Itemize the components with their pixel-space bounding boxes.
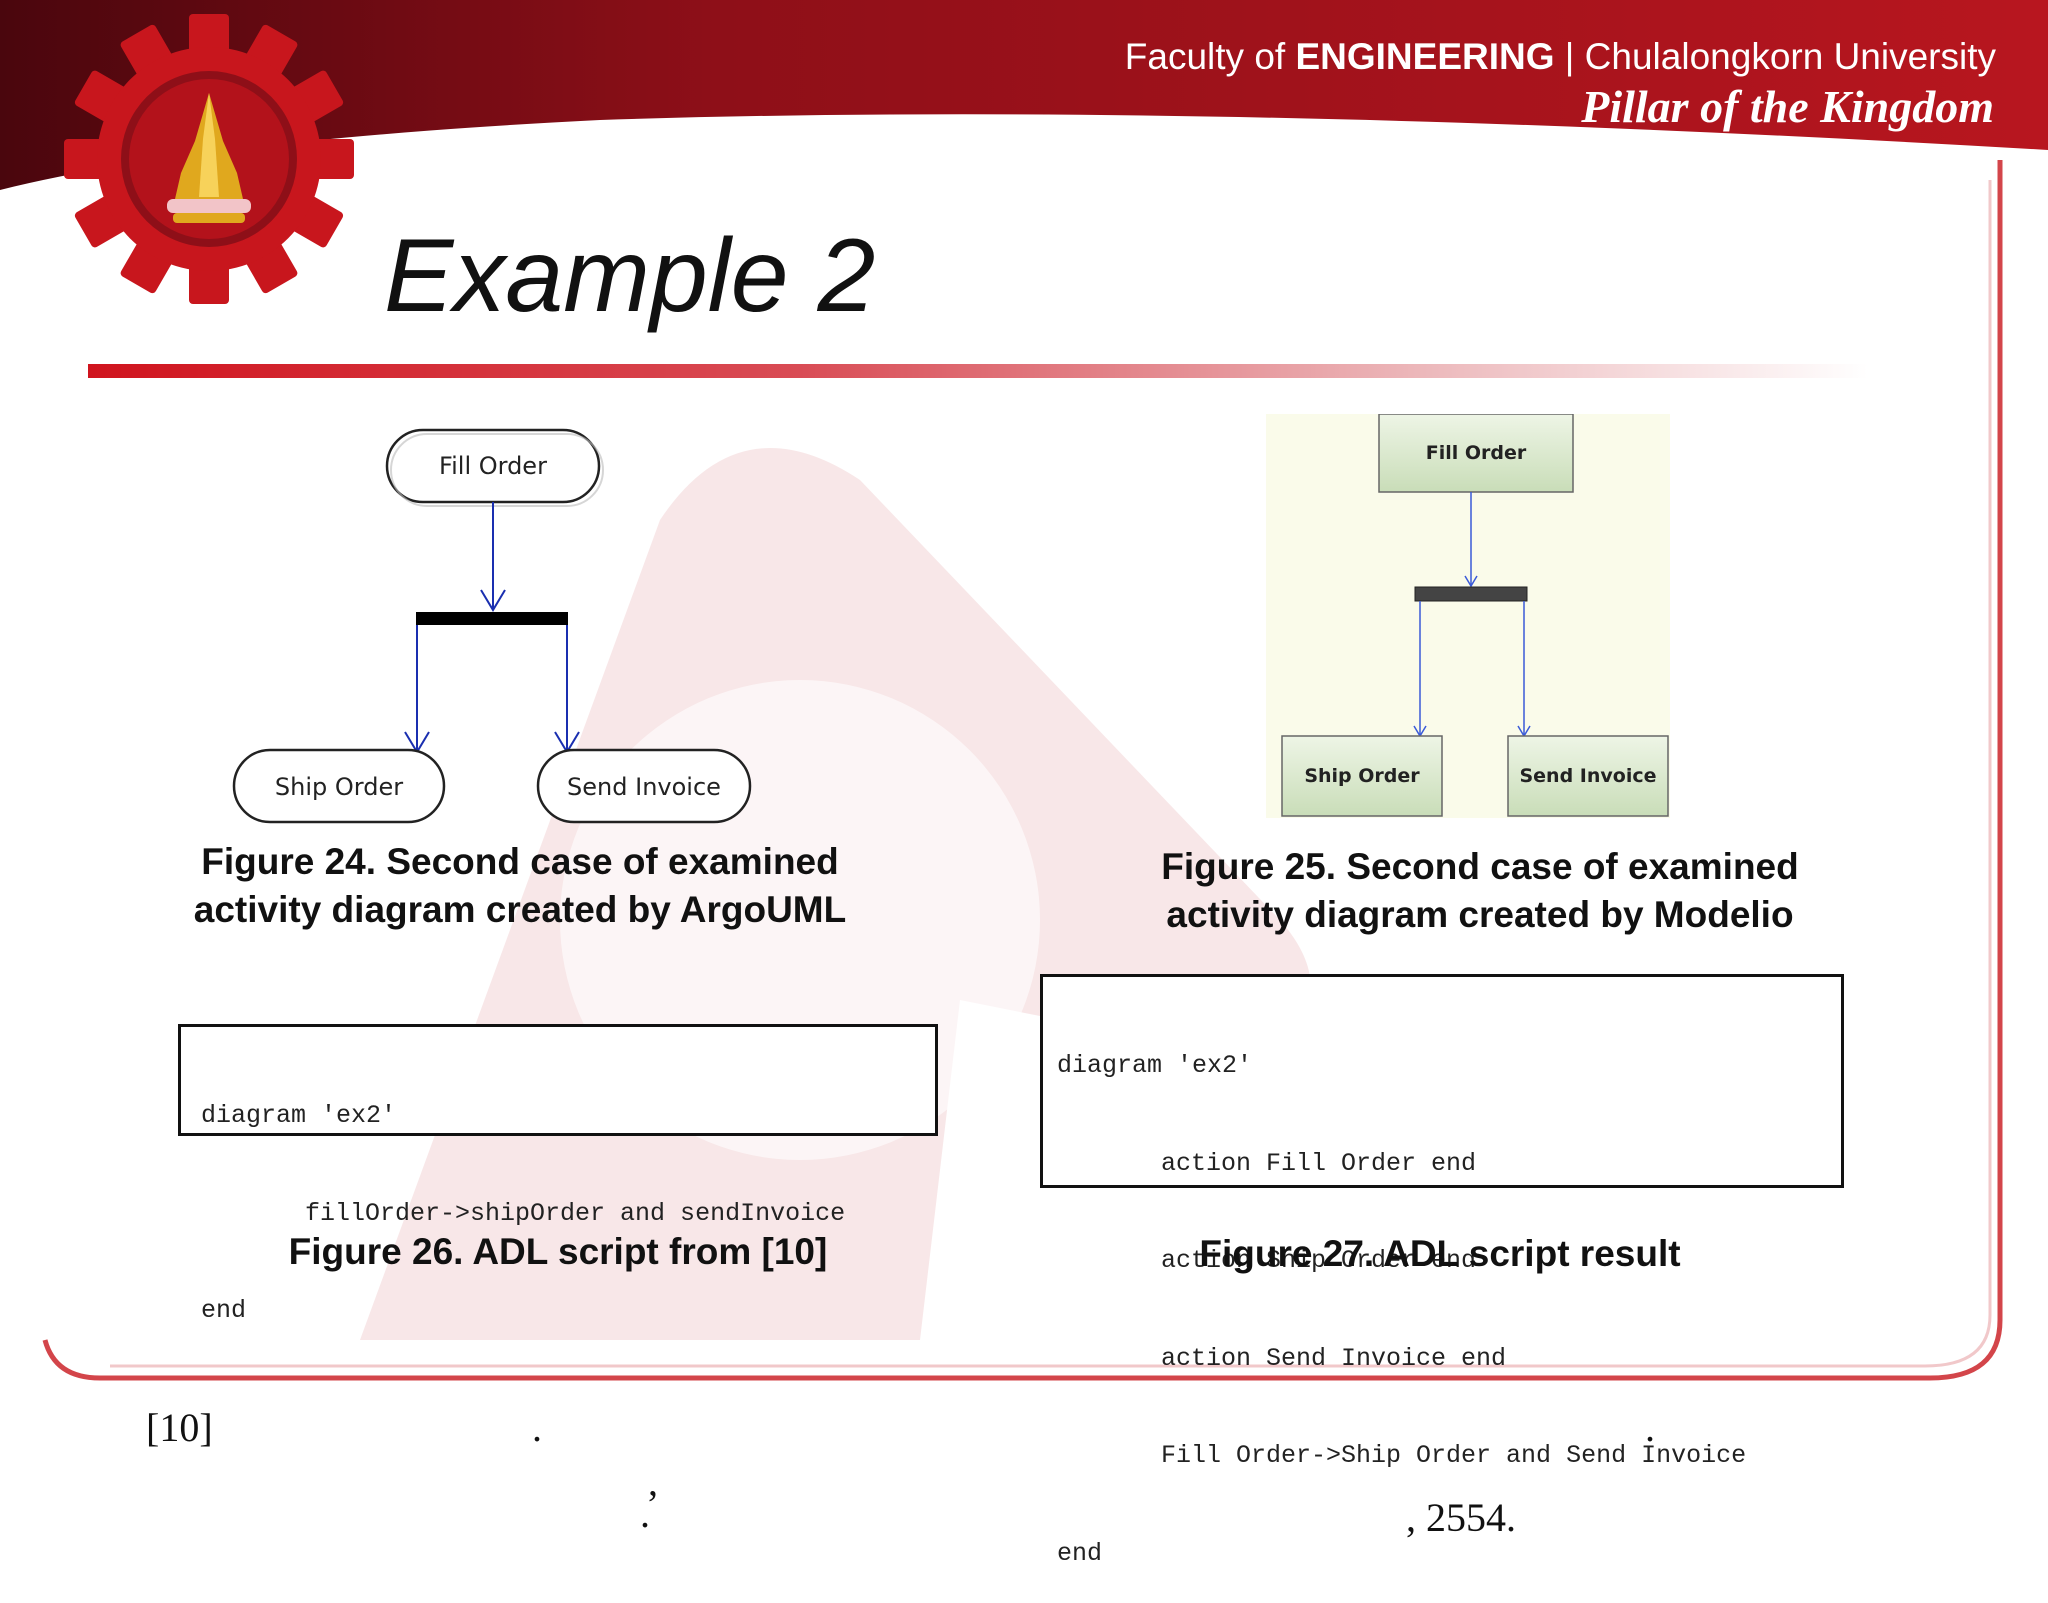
figure24-caption-line2: activity diagram created by ArgoUML bbox=[193, 889, 847, 930]
modelio-fill-order-label: Fill Order bbox=[1426, 442, 1527, 464]
argouml-fork-bar bbox=[416, 612, 568, 625]
modelio-ship-order-node: Ship Order bbox=[1281, 735, 1443, 817]
figure24-caption-line1: Figure 24. Second case of examined bbox=[201, 841, 839, 882]
ship-order-node: Ship Order bbox=[232, 748, 446, 824]
slide-frame bbox=[42, 160, 2003, 1381]
figure27-caption: Figure 27. ADL script result bbox=[1199, 1233, 1681, 1274]
code-line: end bbox=[201, 1296, 247, 1325]
modelio-ship-order-label: Ship Order bbox=[1304, 765, 1420, 787]
argouml-arrowhead bbox=[480, 589, 506, 612]
tagline: Pillar of the Kingdom bbox=[1581, 81, 1994, 132]
figure25-caption-line1: Figure 25. Second case of examined bbox=[1161, 846, 1799, 887]
reference-fragment: . bbox=[640, 1491, 650, 1536]
code-line: diagram 'ex2' bbox=[201, 1101, 397, 1130]
argouml-diagram: Fill Order Ship Order Send Invoice bbox=[232, 428, 752, 824]
header-banner bbox=[0, 0, 2048, 190]
figure26-caption: Figure 26. ADL script from [10] bbox=[288, 1231, 828, 1272]
code-line: Fill Order->Ship Order and Send Invoice bbox=[1161, 1441, 1747, 1470]
modelio-arrowhead bbox=[1464, 575, 1478, 588]
send-invoice-node: Send Invoice bbox=[536, 748, 752, 824]
faculty-name: Faculty of ENGINEERING | Chulalongkorn U… bbox=[1125, 36, 1996, 78]
faculty-bold: ENGINEERING bbox=[1295, 36, 1555, 77]
figure25-caption: Figure 25. Second case of examined activ… bbox=[1100, 843, 1860, 939]
slide-title: Example 2 bbox=[384, 218, 876, 334]
code-line: fillOrder->shipOrder and sendInvoice bbox=[305, 1198, 846, 1228]
faculty-suffix: | Chulalongkorn University bbox=[1554, 36, 1996, 77]
figure24-caption: Figure 24. Second case of examined activ… bbox=[150, 838, 890, 934]
reference-fragment: , 2554. bbox=[1406, 1495, 1516, 1540]
title-underline bbox=[88, 364, 1868, 378]
modelio-fork-bar bbox=[1414, 586, 1528, 602]
argouml-fill-order-label: Fill Order bbox=[439, 452, 547, 480]
reference-label: [10] bbox=[146, 1405, 213, 1450]
adl-script-box-fig26: diagram 'ex2' fillOrder->shipOrder and s… bbox=[178, 1024, 938, 1325]
code-line: action Ship Order end bbox=[1161, 1246, 1477, 1275]
code-line: end bbox=[1057, 1538, 1103, 1568]
argouml-ship-order-label: Ship Order bbox=[275, 773, 403, 801]
modelio-fill-order-node: Fill Order bbox=[1378, 414, 1574, 493]
reference-fragment: . bbox=[1645, 1405, 1655, 1450]
modelio-send-invoice-label: Send Invoice bbox=[1519, 765, 1656, 787]
code-line: action Fill Order end bbox=[1161, 1148, 1477, 1178]
modelio-send-invoice-node: Send Invoice bbox=[1507, 735, 1669, 817]
argouml-send-invoice-label: Send Invoice bbox=[567, 773, 721, 801]
reference-fragment: . bbox=[532, 1405, 542, 1450]
code-line: diagram 'ex2' bbox=[1057, 1051, 1253, 1080]
faculty-prefix: Faculty of bbox=[1124, 36, 1296, 77]
fill-order-node: Fill Order bbox=[385, 428, 604, 507]
figure25-caption-line2: activity diagram created by Modelio bbox=[1166, 894, 1794, 935]
university-logo bbox=[64, 14, 354, 304]
modelio-diagram: Fill Order Ship Order Send Invoice bbox=[1266, 414, 1670, 818]
code-line: action Send Invoice end bbox=[1161, 1343, 1507, 1373]
reference-fragment: , bbox=[648, 1459, 658, 1504]
adl-script-box-fig27: diagram 'ex2' action Fill Order end acti… bbox=[1040, 974, 1844, 1568]
